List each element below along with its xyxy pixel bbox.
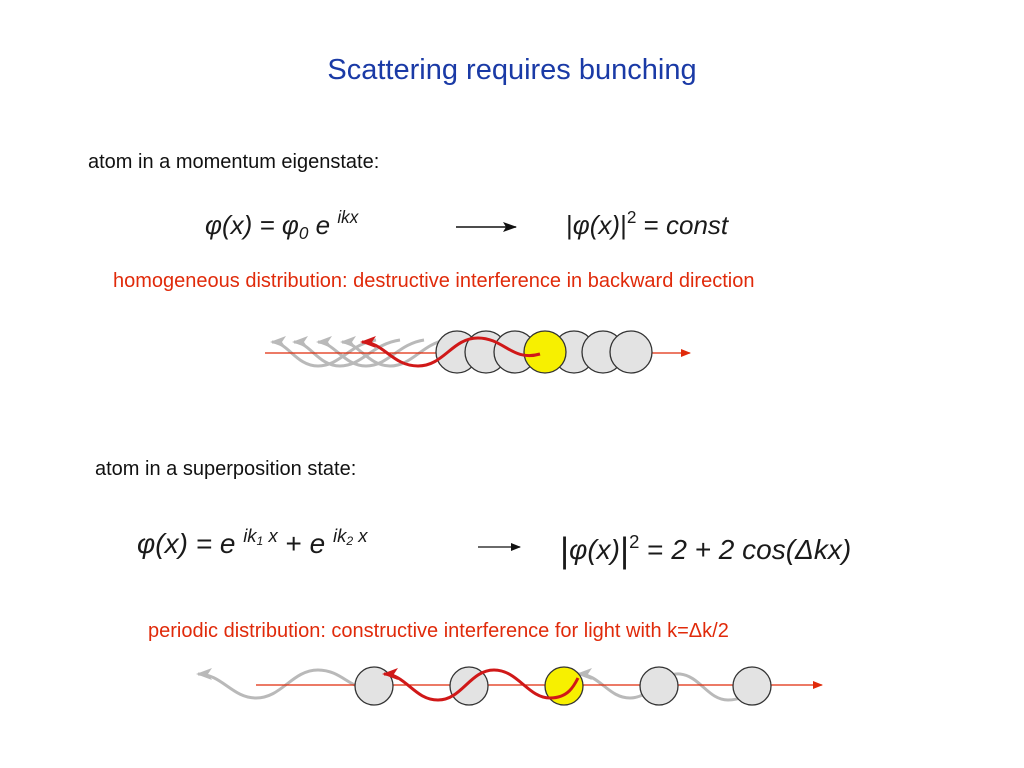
scattered-wave-gray	[196, 668, 375, 700]
highlighted-atom	[523, 330, 567, 374]
atom	[449, 666, 489, 706]
eigenstate-wavefunction-equation: φ(x) = φ0 e ikx	[205, 207, 359, 243]
superposition-wavefunction-equation: φ(x) = e ik1 x + e ik2 x	[137, 524, 368, 559]
backscattered-wave-gray	[270, 336, 377, 368]
superposition-density-equation: |φ(x)|2 = 2 + 2 cos(Δkx)	[560, 530, 852, 570]
highlighted-atom	[544, 666, 584, 706]
atom	[639, 666, 679, 706]
phi-symbol: φ	[569, 534, 588, 565]
momentum-eigenstate-label: atom in a momentum eigenstate:	[88, 151, 380, 173]
phi-symbol: φ	[572, 210, 590, 240]
page-title: Scattering requires bunching	[327, 54, 697, 86]
phi0-symbol: φ	[281, 210, 299, 240]
backscattered-wave-gray	[316, 336, 425, 368]
homogeneous-atom-chain	[265, 330, 691, 374]
phi-symbol: φ	[205, 210, 222, 240]
periodic-atom-chain	[196, 666, 823, 706]
homogeneous-distribution-note: homogeneous distribution: destructive in…	[113, 270, 755, 292]
scattered-wave-red	[382, 668, 580, 702]
superposition-state-label: atom in a superposition state:	[95, 458, 357, 480]
atom	[732, 666, 772, 706]
eigenstate-density-equation: |φ(x)|2 = const	[566, 207, 729, 240]
backscattered-wave-red	[360, 336, 541, 368]
periodic-distribution-note: periodic distribution: constructive inte…	[148, 620, 729, 642]
phi-symbol: φ	[137, 528, 156, 559]
atom	[609, 330, 653, 374]
